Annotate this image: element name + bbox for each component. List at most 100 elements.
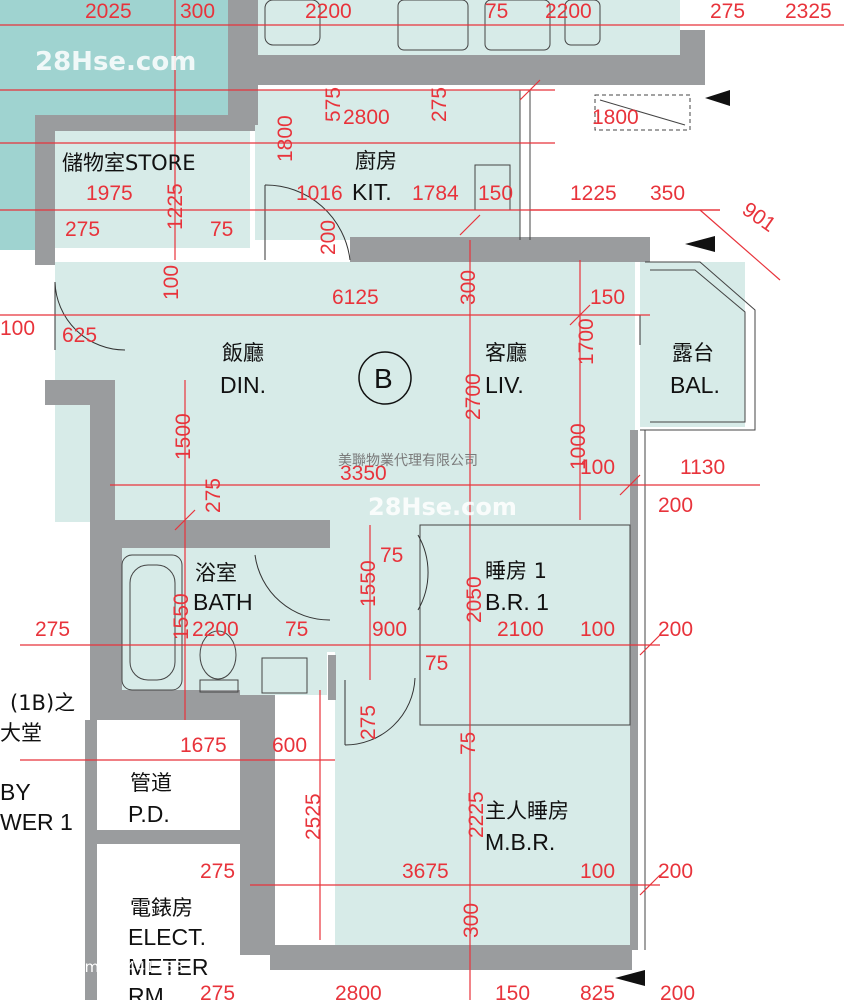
bath-label-en: BATH	[193, 589, 253, 615]
bedroom1-label-cn: 睡房 1	[485, 559, 547, 583]
elect-label-en1: ELECT.	[128, 924, 206, 950]
living-label-en: LIV.	[485, 372, 524, 398]
dim-label: 1000	[567, 423, 590, 470]
dim-label: 75	[380, 544, 403, 567]
lobby-label-d: WER 1	[0, 809, 73, 835]
dim-label: 275	[200, 860, 235, 883]
dim-label: 75	[210, 218, 233, 241]
dim-label: 150	[478, 182, 513, 205]
dim-label: 2200	[192, 618, 239, 641]
dim-label: 1225	[164, 183, 187, 230]
dim-label: 300	[460, 903, 483, 938]
dim-label: 75	[457, 732, 480, 755]
unit-marker: B	[358, 351, 412, 405]
lobby-label-b: 大堂	[0, 721, 42, 745]
dim-label: 100	[580, 618, 615, 641]
dim-label: 75	[425, 652, 448, 675]
dim-label: 200	[658, 618, 693, 641]
dim-label: 3350	[340, 462, 387, 485]
dim-label: 600	[272, 734, 307, 757]
dim-label: 6125	[332, 286, 379, 309]
dim-label: 275	[65, 218, 100, 241]
section-arrows	[615, 90, 730, 986]
room-labels: 儲物室STORE 廚房 KIT. 飯廳 DIN. 客廳 LIV. 露台 BAL.…	[0, 149, 720, 1000]
dim-label: 900	[372, 618, 407, 641]
dim-label: 2025	[85, 0, 132, 23]
dim-label: 1800	[274, 115, 297, 162]
elect-label-en2: METER	[128, 954, 209, 980]
dim-label: 1130	[680, 456, 725, 479]
doors	[54, 184, 641, 746]
dining-label-cn: 飯廳	[222, 341, 264, 365]
dim-label: 200	[660, 982, 695, 1000]
dim-label: 2200	[545, 0, 592, 23]
lobby-label-c: BY	[0, 779, 31, 805]
logo-watermark-top: 28Hse.com	[35, 47, 196, 77]
master-bedroom-label-cn: 主人睡房	[485, 799, 569, 823]
unit-letter: B	[374, 363, 393, 394]
dim-label: 2100	[497, 618, 544, 641]
balcony-label-en: BAL.	[670, 372, 720, 398]
dim-label: 2200	[305, 0, 352, 23]
kitchen-label-cn: 廚房	[355, 149, 397, 173]
store-label: 儲物室STORE	[62, 151, 196, 175]
dim-label: 2525	[302, 793, 325, 840]
dim-label: 1225	[570, 182, 617, 205]
dim-label: 901	[738, 198, 780, 237]
watermarks: 28Hse.com 28Hse.com 美聯物業代理有限公司 28Hse.com…	[15, 47, 517, 976]
dim-label: 1550	[357, 560, 380, 607]
dim-label: 2700	[462, 373, 485, 420]
dim-label: 275	[710, 0, 745, 23]
bath-label-cn: 浴室	[195, 561, 237, 585]
agency-watermark: 美聯物業代理有限公司	[338, 453, 478, 469]
dim-label: 100	[160, 265, 183, 300]
dim-label: 1675	[180, 734, 227, 757]
dim-label: 1550	[170, 593, 193, 640]
lobby-label-a: (1B)之	[10, 691, 75, 715]
dim-label: 150	[590, 286, 625, 309]
dim-label: 3675	[402, 860, 449, 883]
dim-label: 575	[322, 87, 345, 122]
dim-label: 150	[495, 982, 530, 1000]
dim-label: 100	[580, 456, 615, 479]
dim-label: 275	[35, 618, 70, 641]
elect-label-en3: RM.	[128, 983, 170, 1000]
dim-label: 75	[285, 618, 308, 641]
dim-label: 350	[650, 182, 685, 205]
balcony-label-cn: 露台	[672, 341, 714, 365]
dim-label: 2225	[465, 791, 488, 838]
logo-watermark-mid: 28Hse.com	[368, 493, 517, 521]
dim-label: 1975	[86, 182, 133, 205]
dining-label-en: DIN.	[220, 372, 266, 398]
dim-label: 2800	[343, 106, 390, 129]
dim-label: 100	[580, 860, 615, 883]
footer-watermark: 28Hse.com #3441258	[15, 958, 183, 976]
dim-label: 2325	[785, 0, 832, 23]
room-fills	[0, 0, 745, 950]
dim-label: 1784	[412, 182, 459, 205]
dim-label: 300	[457, 270, 480, 305]
dim-label: 275	[357, 705, 380, 740]
dim-label: 275	[202, 478, 225, 513]
dim-label: 275	[428, 87, 451, 122]
dim-label: 2050	[463, 576, 486, 623]
dim-label: 75	[485, 0, 508, 23]
dim-label: 1500	[172, 413, 195, 460]
dim-label: 200	[317, 220, 340, 255]
dim-label: 300	[180, 0, 215, 23]
living-label-cn: 客廳	[485, 341, 527, 365]
walls	[35, 0, 705, 1000]
dim-label: 1800	[592, 106, 639, 129]
dim-label: 200	[658, 860, 693, 883]
pd-label-en: P.D.	[128, 801, 170, 827]
dim-label: 2800	[335, 982, 382, 1000]
master-bedroom-label-en: M.B.R.	[485, 829, 555, 855]
fixtures	[121, 0, 756, 950]
dim-label: 1700	[575, 318, 598, 365]
dim-label: 625	[62, 324, 97, 347]
elect-label-cn: 電錶房	[130, 896, 193, 920]
dim-label: 100	[0, 317, 35, 340]
